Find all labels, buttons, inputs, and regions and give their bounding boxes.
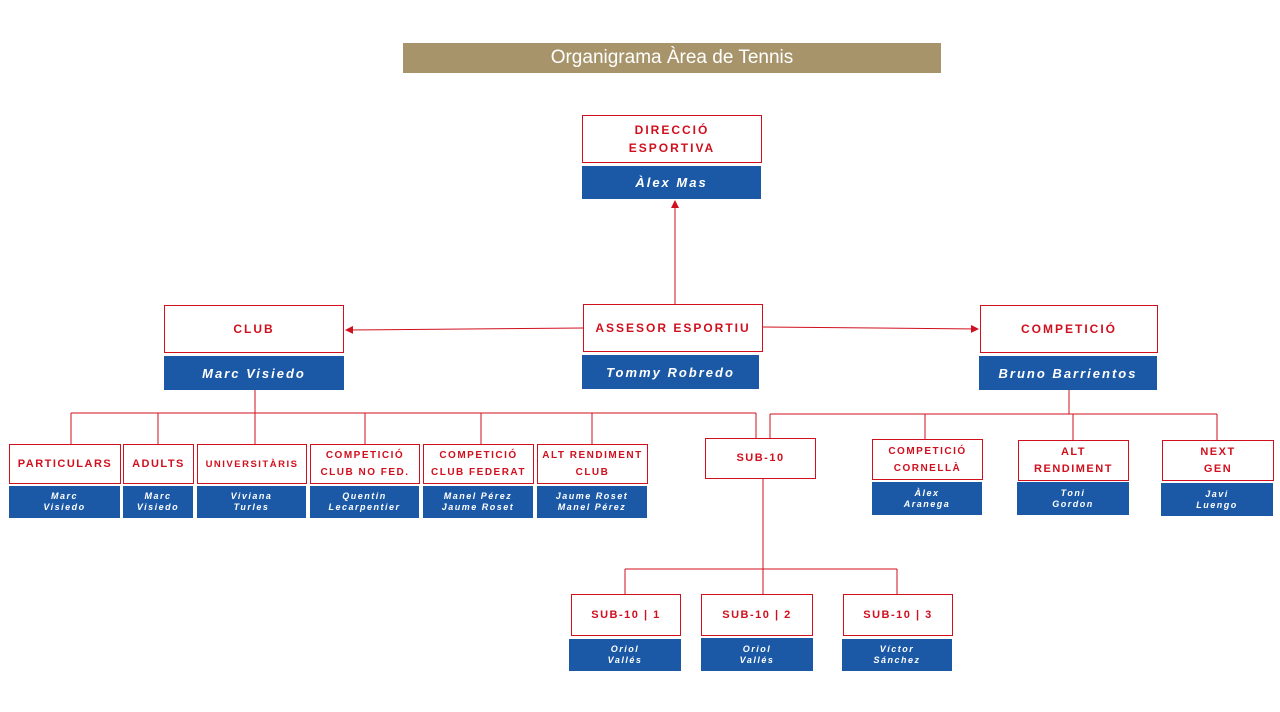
node-comp-cornella-role: COMPETICIÓ CORNELLÀ xyxy=(872,439,983,480)
node-assessor-role: ASSESOR ESPORTIU xyxy=(583,304,763,352)
node-sub10-role: SUB-10 xyxy=(705,438,816,479)
node-sub10-3-person: Víctor Sánchez xyxy=(842,639,952,671)
node-assessor-person: Tommy Robredo xyxy=(582,355,759,389)
node-comp-club-federat-person: Manel Pérez Jaume Roset xyxy=(423,486,533,518)
node-sub10-1-role: SUB-10 | 1 xyxy=(571,594,681,636)
node-comp-club-no-fed-role: COMPETICIÓ CLUB NO FED. xyxy=(310,444,420,484)
node-sub10-2-person: Oriol Vallés xyxy=(701,638,813,671)
node-sub10-3-role: SUB-10 | 3 xyxy=(843,594,953,636)
node-comp-club-no-fed-person: Quentin Lecarpentier xyxy=(310,486,419,518)
node-adults-person: Marc Visiedo xyxy=(123,486,193,518)
node-club-role: CLUB xyxy=(164,305,344,353)
node-sub10-1-person: Oriol Vallés xyxy=(569,639,681,671)
node-alt-rendiment-person: Toni Gordon xyxy=(1017,482,1129,515)
node-comp-cornella-person: Àlex Aranega xyxy=(872,482,982,515)
node-alt-rendiment-role: ALT RENDIMENT xyxy=(1018,440,1129,481)
node-competicio-role: COMPETICIÓ xyxy=(980,305,1158,353)
node-competicio-person: Bruno Barrientos xyxy=(979,356,1157,390)
node-particulars-role: PARTICULARS xyxy=(9,444,121,484)
node-club-person: Marc Visiedo xyxy=(164,356,344,390)
node-direccio-role: DIRECCIÓ ESPORTIVA xyxy=(582,115,762,163)
node-alt-rendiment-club-person: Jaume Roset Manel Pérez xyxy=(537,486,647,518)
node-particulars-person: Marc Visiedo xyxy=(9,486,120,518)
connector-assessor-competicio xyxy=(762,324,979,333)
node-direccio-person: Àlex Mas xyxy=(582,166,761,199)
node-universitaris-person: Viviana Turles xyxy=(197,486,306,518)
node-comp-club-federat-role: COMPETICIÓ CLUB FEDERAT xyxy=(423,444,534,484)
node-next-gen-role: NEXT GEN xyxy=(1162,440,1274,481)
connector-assessor-club xyxy=(345,325,584,334)
node-alt-rendiment-club-role: ALT RENDIMENT CLUB xyxy=(537,444,648,484)
node-sub10-2-role: SUB-10 | 2 xyxy=(701,594,813,636)
node-adults-role: ADULTS xyxy=(123,444,194,484)
page-title: Organigrama Àrea de Tennis xyxy=(403,43,941,73)
node-next-gen-person: Javi Luengo xyxy=(1161,483,1273,516)
node-universitaris-role: UNIVERSITÀRIS xyxy=(197,444,307,484)
